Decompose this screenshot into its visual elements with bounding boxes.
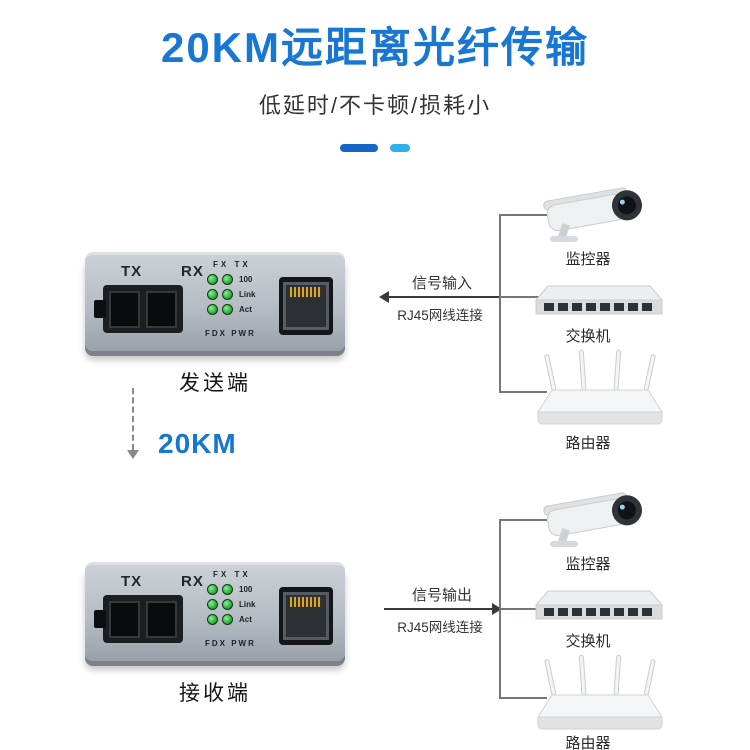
- device-label-router: 路由器: [565, 735, 611, 750]
- led-indicator: [222, 583, 233, 595]
- led-header-label: FX TX: [213, 260, 251, 269]
- led-indicator: [207, 598, 218, 610]
- router-icon: [530, 348, 670, 433]
- router-icon: [530, 653, 670, 738]
- bracket-stub-camera: [499, 519, 547, 521]
- bracket-stub-camera: [499, 214, 547, 216]
- rj45-port: [279, 277, 333, 335]
- rj45-socket: [283, 282, 329, 330]
- led-panel: FX TX 100 Link Act FDX PWR: [201, 255, 275, 351]
- led-row: 100: [207, 583, 253, 595]
- led-footer-label: FDX PWR: [205, 639, 256, 648]
- sc-fiber-port: [146, 600, 177, 638]
- rj45-cable-label: RJ45网线连接: [397, 620, 483, 635]
- arrow-down-icon: [127, 450, 139, 459]
- converter-caption-receiver: 接收端: [179, 682, 251, 705]
- rx-label: RX: [181, 263, 204, 280]
- sc-fiber-port: [109, 290, 140, 328]
- tx-label: TX: [121, 263, 143, 280]
- fiber-connector-tab: [94, 610, 106, 628]
- arrow-right-icon: [492, 603, 502, 615]
- led-indicator: [222, 613, 233, 625]
- network-switch-icon: [534, 280, 664, 320]
- sc-fiber-port: [109, 600, 140, 638]
- led-label: Link: [239, 599, 256, 609]
- converter-caption-sender: 发送端: [179, 372, 251, 395]
- security-camera-icon: [540, 182, 650, 246]
- led-indicator: [207, 288, 218, 300]
- led-indicator: [222, 598, 233, 610]
- led-footer-label: FDX PWR: [205, 329, 256, 338]
- security-camera-icon: [540, 487, 650, 551]
- led-row: 100: [207, 273, 253, 285]
- bracket-stub-router: [499, 391, 547, 393]
- device-label-camera: 监控器: [565, 556, 611, 573]
- led-row: Act: [207, 613, 252, 625]
- network-switch-icon: [534, 585, 664, 625]
- led-row: Link: [207, 288, 256, 300]
- led-indicator: [207, 583, 218, 595]
- page-title: 20KM远距离光纤传输: [160, 24, 590, 71]
- connector-line: [388, 296, 500, 298]
- led-indicator: [207, 303, 218, 315]
- led-label: 100: [239, 274, 253, 284]
- signal-input-label: 信号输入: [411, 275, 472, 292]
- led-label: Link: [239, 289, 256, 299]
- bracket-stub-switch: [499, 608, 539, 610]
- rj45-port: [279, 587, 333, 645]
- fiber-port-block: [94, 595, 183, 643]
- rj45-cable-label: RJ45网线连接: [397, 308, 483, 323]
- converter-body: TX RX FX TX 100 Link: [85, 562, 345, 661]
- bracket-stub-switch: [499, 296, 539, 298]
- accent-dash-light: [390, 144, 410, 152]
- distance-dashed-line: [132, 388, 134, 450]
- bracket-vertical-line: [499, 214, 501, 392]
- media-converter-receiver: TX RX FX TX 100 Link: [85, 562, 345, 707]
- arrow-left-icon: [379, 291, 389, 303]
- led-indicator: [222, 288, 233, 300]
- led-label: 100: [239, 584, 253, 594]
- media-converter-sender: TX RX FX TX 100 Link: [85, 252, 345, 397]
- accent-dash-dark: [340, 144, 378, 152]
- led-panel: FX TX 100 Link Act FDX PWR: [201, 565, 275, 661]
- sc-fiber-port: [146, 290, 177, 328]
- fiber-connector-tab: [94, 300, 106, 318]
- page-subtitle: 低延时/不卡顿/损耗小: [258, 93, 492, 118]
- led-label: Act: [239, 304, 252, 314]
- rx-label: RX: [181, 573, 204, 590]
- tx-label: TX: [121, 573, 143, 590]
- accent-dashes: [0, 144, 750, 152]
- connector-line: [384, 608, 494, 610]
- device-label-switch: 交换机: [565, 328, 611, 345]
- led-indicator: [222, 303, 233, 315]
- device-label-switch: 交换机: [565, 633, 611, 650]
- device-label-router: 路由器: [565, 435, 611, 452]
- led-label: Act: [239, 614, 252, 624]
- distance-label: 20KM: [158, 428, 237, 459]
- fiber-port-block: [94, 285, 183, 333]
- led-indicator: [222, 273, 233, 285]
- led-row: Link: [207, 598, 256, 610]
- bracket-stub-router: [499, 697, 547, 699]
- led-indicator: [207, 613, 218, 625]
- converter-body: TX RX FX TX 100 Link: [85, 252, 345, 351]
- rj45-pins: [290, 597, 322, 607]
- rj45-socket: [283, 592, 329, 640]
- rj45-pins: [290, 287, 322, 297]
- signal-output-label: 信号输出: [411, 587, 472, 604]
- device-label-camera: 监控器: [565, 251, 611, 268]
- led-header-label: FX TX: [213, 570, 251, 579]
- led-row: Act: [207, 303, 252, 315]
- led-indicator: [207, 273, 218, 285]
